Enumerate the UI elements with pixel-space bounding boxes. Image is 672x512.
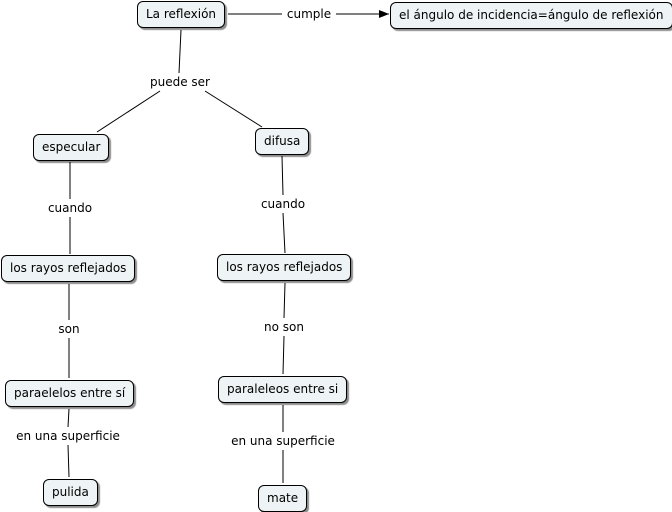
connector-cuando-to-rayos-right bbox=[282, 212, 286, 254]
connector-puede-ser-to-especular bbox=[96, 90, 161, 133]
concept-rayos-reflejados-right[interactable]: los rayos reflejados bbox=[217, 254, 352, 281]
concept-difusa[interactable]: difusa bbox=[255, 128, 310, 155]
connector-puede-ser-to-difusa bbox=[204, 90, 263, 128]
link-label-no-son: no son bbox=[256, 319, 312, 335]
concept-paraelelos-entre-si[interactable]: paraelelos entre sí bbox=[5, 380, 135, 407]
connector-no-son-to-paraleleos bbox=[282, 335, 285, 375]
link-label-cuando-left: cuando bbox=[42, 200, 98, 216]
connector-superficie-to-pulida bbox=[67, 444, 70, 478]
link-label-son: son bbox=[52, 321, 86, 337]
link-label-puede-ser: puede ser bbox=[146, 74, 214, 90]
concept-rayos-reflejados-left[interactable]: los rayos reflejados bbox=[1, 255, 136, 282]
link-label-cuando-right: cuando bbox=[255, 196, 311, 212]
concept-pulida[interactable]: pulida bbox=[43, 479, 98, 506]
link-label-cumple: cumple bbox=[282, 6, 336, 22]
concept-paraleleos-entre-si[interactable]: paraleleos entre si bbox=[218, 376, 348, 403]
concept-mate[interactable]: mate bbox=[258, 485, 308, 512]
concept-la-reflexion[interactable]: La reflexión bbox=[137, 1, 226, 28]
connector-difusa-to-cuando bbox=[281, 155, 284, 196]
connector-rayos-right-to-no-son bbox=[283, 282, 286, 319]
link-label-superficie-left: en una superficie bbox=[10, 428, 126, 444]
concept-law-of-reflection[interactable]: el ángulo de incidencia=ángulo de reflex… bbox=[390, 2, 672, 29]
connector-paraelelos-to-superficie bbox=[67, 408, 70, 428]
concept-especular[interactable]: especular bbox=[33, 134, 110, 161]
link-label-superficie-right: en una superficie bbox=[225, 433, 341, 449]
connector-root-to-puede-ser bbox=[178, 29, 182, 74]
